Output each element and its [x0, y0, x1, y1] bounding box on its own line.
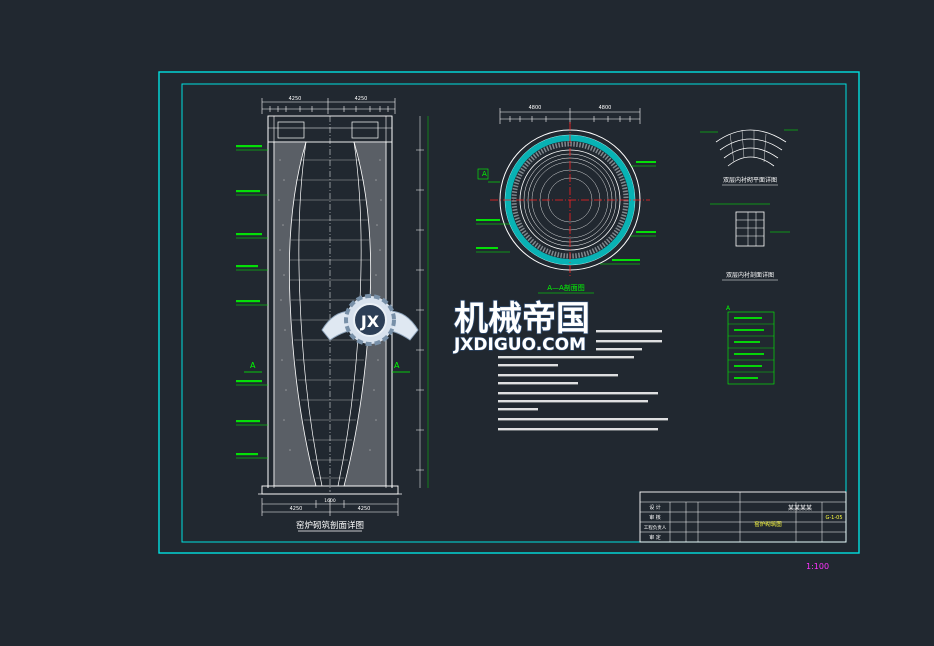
main-section-view: 4250 4250 [258, 96, 429, 532]
legend-marker: A [726, 305, 731, 312]
top-dim-left: 4250 [289, 96, 302, 102]
tb-row-2: 审 核 [649, 514, 661, 521]
logo-letters: JX [360, 312, 380, 331]
scale-label: 1:100 [806, 562, 829, 571]
tb-drawing-name: 窑炉砌筑图 [754, 520, 782, 528]
section-marker-aa: A [482, 170, 487, 178]
title-block: 设 计 审 核 工程负责人 审 定 某某某某 窑炉砌筑图 G-1-05 [639, 491, 847, 543]
outer-sheet-frame [158, 71, 860, 554]
detail-plan-view: 双层内衬砌平面详图 [700, 129, 798, 186]
watermark-logo: JX [321, 294, 419, 346]
bottom-dim-left: 4250 [290, 506, 303, 512]
top-dim-right: 4250 [355, 96, 368, 102]
tb-row-3: 工程负责人 [644, 524, 667, 531]
section-top-dim-right: 4800 [599, 105, 612, 111]
tb-row-1: 设 计 [649, 504, 661, 511]
detail2-title: 双层内衬剖面详图 [726, 271, 774, 279]
section-marker-left: A [250, 361, 256, 370]
watermark-url: JXDIGUO.COM [453, 335, 586, 355]
tb-company: 某某某某 [788, 505, 812, 512]
inner-sheet-frame [181, 83, 847, 543]
left-lining-fill [273, 141, 317, 487]
bottom-dim-mid: 1600 [324, 498, 336, 504]
notes-block [498, 330, 668, 431]
aa-section-view: 4800 4800 A A—A剖面图 [476, 105, 656, 294]
tb-sheet-no: G-1-05 [825, 515, 842, 521]
watermark-title: 机械帝国 [454, 299, 590, 339]
material-legend: A [726, 305, 775, 385]
detail1-title: 双层内衬砌平面详图 [723, 176, 777, 184]
section-aa-title: A—A剖面图 [547, 283, 585, 292]
detail-section-view: 双层内衬剖面详图 [710, 203, 790, 281]
tb-row-4: 审 定 [649, 534, 661, 541]
left-annotations [236, 149, 268, 459]
bottom-dim-right: 4250 [358, 506, 371, 512]
section-top-dim-left: 4800 [529, 105, 542, 111]
main-view-caption: 窑炉砌筑剖面详图 [296, 520, 364, 531]
section-marker-right: A [394, 361, 400, 370]
